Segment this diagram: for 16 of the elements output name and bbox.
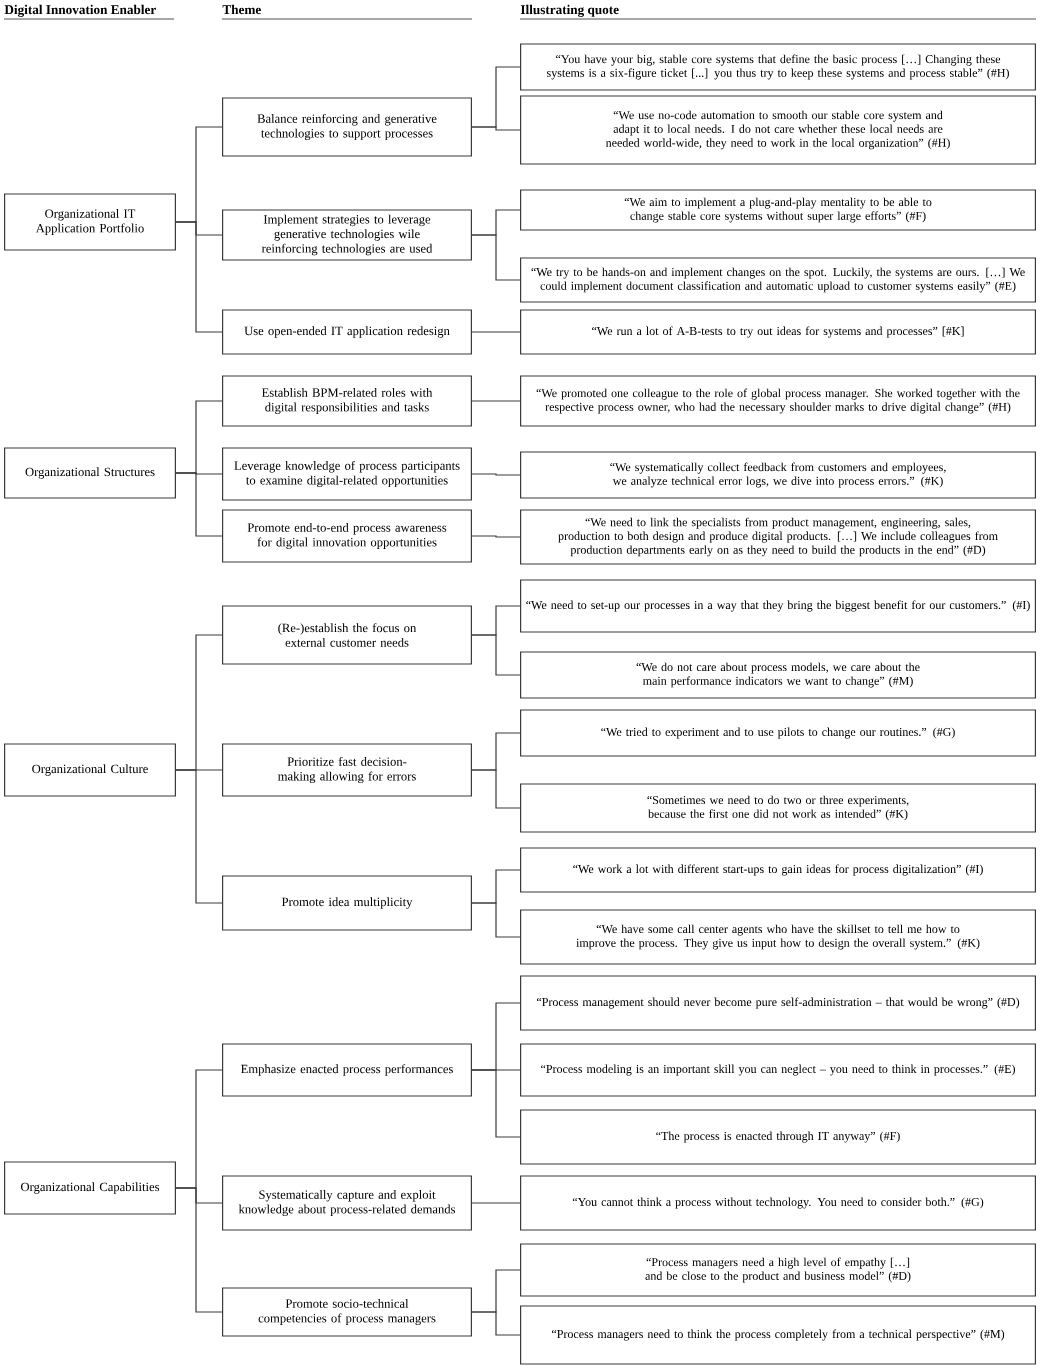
connector-line [175, 769, 223, 904]
connector-line [175, 1187, 223, 1313]
connector-line [471, 1202, 521, 1204]
connector-line [471, 535, 521, 538]
connector-line [471, 473, 521, 476]
connector-line [471, 331, 521, 333]
connector-line [175, 221, 223, 333]
connector-line [471, 126, 521, 131]
connector-line [471, 1069, 521, 1138]
connector-line [471, 634, 521, 676]
connector-line [471, 902, 521, 938]
connector-line [471, 234, 521, 281]
connector-line [471, 400, 521, 402]
connector-line [471, 1311, 521, 1336]
connector-line [175, 472, 223, 537]
connector-line [471, 769, 521, 809]
